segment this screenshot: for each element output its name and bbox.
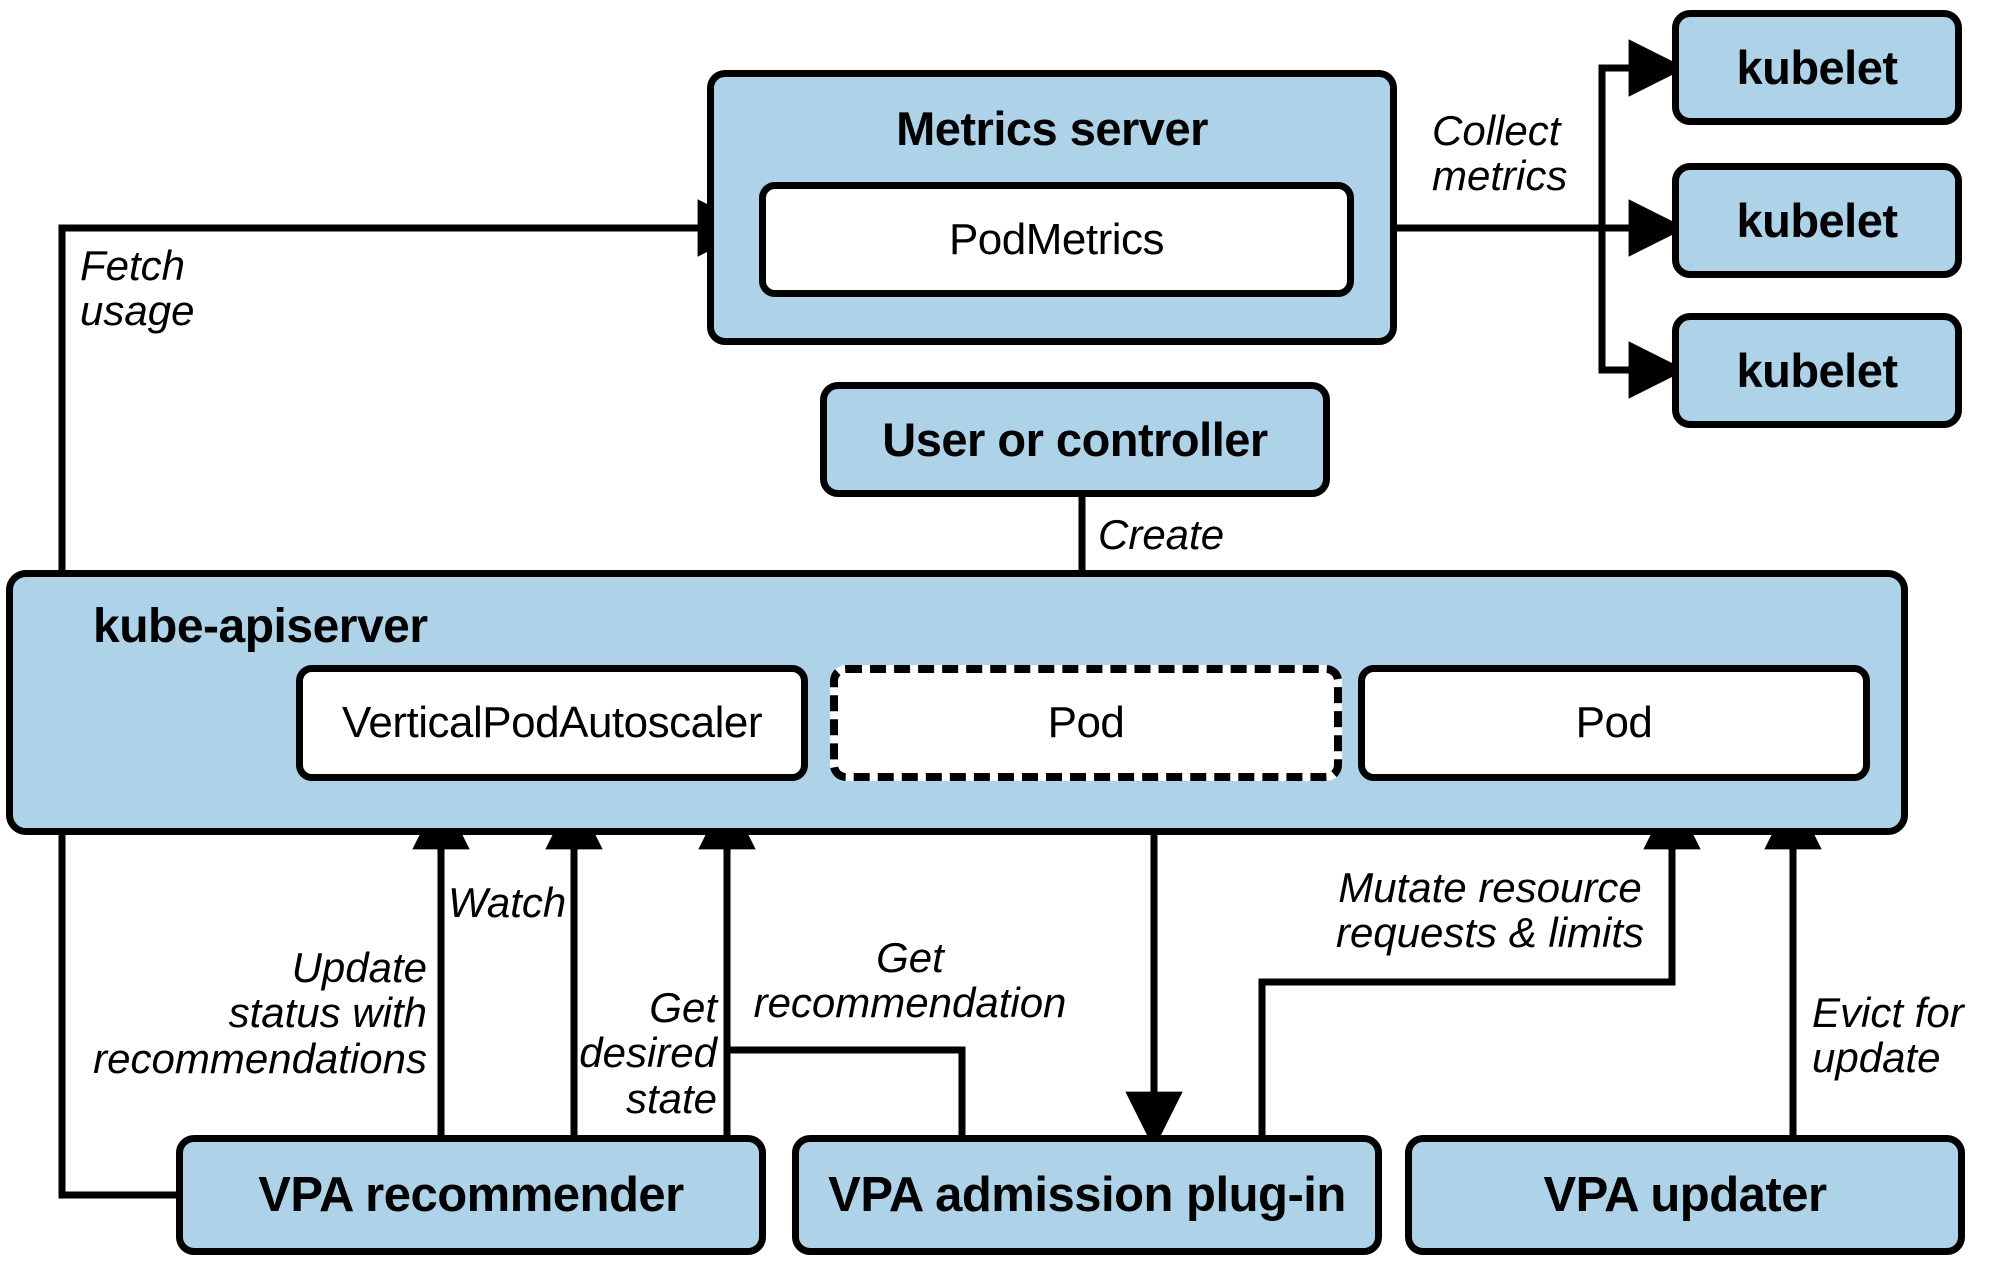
pod-running-label: Pod: [1575, 698, 1653, 747]
kubelet-2-label: kubelet: [1736, 194, 1898, 247]
node-pod-running[interactable]: Pod: [1358, 665, 1870, 781]
edge-label-watch: Watch: [448, 879, 567, 926]
vpa-recommender-label: VPA recommender: [258, 1168, 684, 1222]
node-kubelet-3[interactable]: kubelet: [1672, 313, 1962, 428]
vpa-admission-plugin-label: VPA admission plug-in: [828, 1168, 1346, 1222]
node-user-or-controller[interactable]: User or controller: [820, 382, 1330, 497]
edge-label-fetch-usage: Fetch usage: [80, 242, 195, 335]
pod-pending-label: Pod: [1047, 698, 1125, 747]
metrics-server-label: Metrics server: [896, 102, 1208, 155]
kube-apiserver-title: kube-apiserver: [93, 600, 428, 653]
node-vpa-admission-plugin[interactable]: VPA admission plug-in: [792, 1135, 1382, 1255]
wire-get-recommendation: [727, 1046, 966, 1135]
podmetrics-label: PodMetrics: [948, 214, 1165, 264]
wire-collect-kubelet-3: [1598, 228, 1687, 399]
edge-label-evict-for-update: Evict for update: [1812, 989, 1964, 1082]
node-podmetrics[interactable]: PodMetrics: [759, 182, 1354, 297]
node-verticalpodautoscaler[interactable]: VerticalPodAutoscaler: [296, 665, 808, 781]
node-vpa-updater[interactable]: VPA updater: [1405, 1135, 1965, 1255]
vpa-updater-label: VPA updater: [1543, 1168, 1827, 1222]
kubelet-3-label: kubelet: [1736, 344, 1898, 397]
node-kubelet-1[interactable]: kubelet: [1672, 10, 1962, 125]
node-vpa-recommender[interactable]: VPA recommender: [176, 1135, 766, 1255]
node-kubelet-2[interactable]: kubelet: [1672, 163, 1962, 278]
edge-label-mutate-requests-limits: Mutate resource requests & limits: [1335, 864, 1645, 957]
user-or-controller-label: User or controller: [882, 413, 1268, 466]
kubelet-1-label: kubelet: [1736, 41, 1898, 94]
edge-label-collect-metrics: Collect metrics: [1432, 107, 1568, 200]
node-metrics-server[interactable]: Metrics server PodMetrics: [707, 70, 1397, 345]
edge-label-get-recommendation: Get recommendation: [753, 934, 1067, 1027]
edge-label-create: Create: [1098, 511, 1225, 558]
node-pod-pending[interactable]: Pod: [830, 665, 1342, 781]
verticalpodautoscaler-label: VerticalPodAutoscaler: [342, 698, 762, 747]
edge-label-update-status: Update status with recommendations: [93, 944, 427, 1082]
wire-mutate-requests-limits: [1258, 791, 1701, 1135]
wire-collect-kubelet-1: [1598, 39, 1687, 228]
edge-label-get-desired-state: Get desired state: [579, 984, 717, 1122]
